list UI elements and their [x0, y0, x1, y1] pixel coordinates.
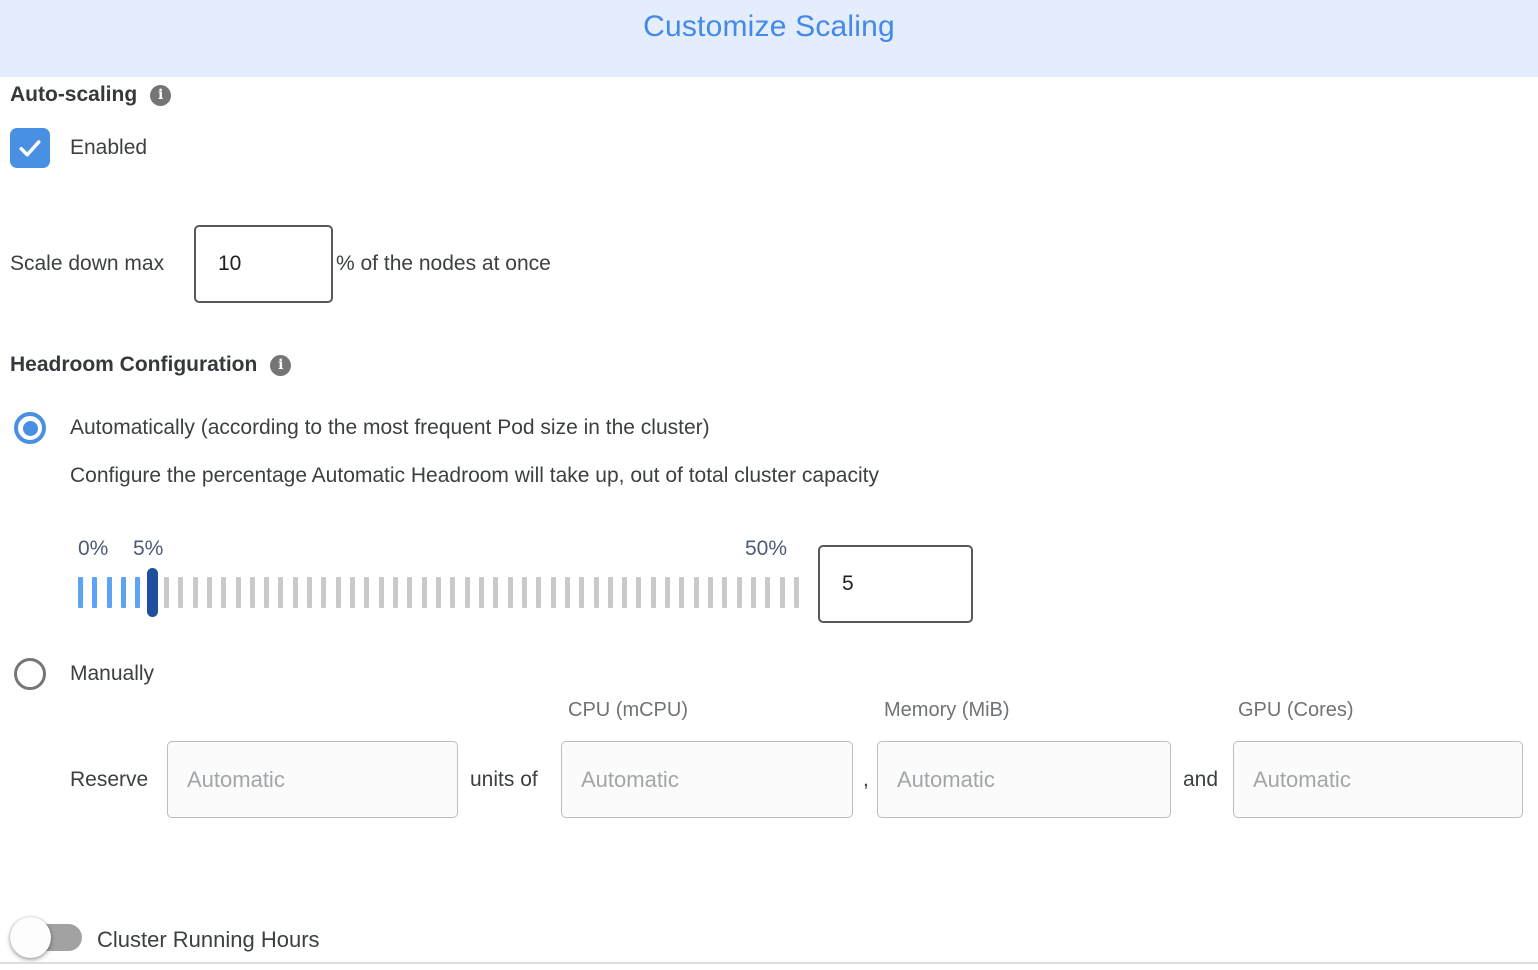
scale-down-max-input[interactable]	[194, 225, 333, 303]
slider-tick	[765, 577, 771, 608]
cluster-running-hours-toggle[interactable]	[10, 915, 84, 959]
headroom-manual-radio[interactable]	[14, 658, 46, 690]
autoscaling-enabled-label[interactable]: Enabled	[70, 136, 148, 159]
slider-tick	[521, 577, 527, 608]
slider-tick	[493, 577, 499, 608]
slider-tick	[607, 577, 613, 608]
slider-tick	[693, 577, 699, 608]
scale-down-label: Scale down max	[10, 252, 165, 275]
slider-tick	[106, 577, 112, 608]
slider-tick	[736, 577, 742, 608]
headroom-manual-label[interactable]: Manually	[70, 662, 155, 685]
checkmark-icon	[19, 140, 41, 157]
slider-tick	[779, 577, 785, 608]
autoscaling-enabled-checkbox[interactable]	[10, 128, 50, 168]
slider-tick	[163, 577, 169, 608]
slider-tick	[249, 577, 255, 608]
slider-tick	[794, 577, 799, 608]
slider-tick	[364, 577, 370, 608]
slider-thumb[interactable]	[146, 568, 158, 617]
slider-tick	[536, 577, 542, 608]
slider-tick	[708, 577, 714, 608]
slider-tick	[622, 577, 628, 608]
and-separator: and	[1183, 768, 1219, 791]
slider-tick	[178, 577, 184, 608]
autoscaling-section-label: Auto-scaling	[10, 83, 138, 106]
slider-tick	[579, 577, 585, 608]
slider-tick	[235, 577, 241, 608]
slider-tick	[636, 577, 642, 608]
slider-tick	[221, 577, 227, 608]
slider-tick	[450, 577, 456, 608]
slider-tick	[550, 577, 556, 608]
slider-tick	[722, 577, 728, 608]
slider-tick	[278, 577, 284, 608]
slider-tick	[436, 577, 441, 608]
dialog-title: Customize Scaling	[643, 10, 895, 43]
slider-tick	[679, 577, 685, 608]
slider-max-label: 50%	[745, 537, 788, 560]
units-of-label: units of	[470, 768, 538, 791]
slider-tick	[335, 577, 341, 608]
reserve-label: Reserve	[70, 768, 149, 791]
slider-tick	[378, 577, 384, 608]
headroom-automatic-description: Configure the percentage Automatic Headr…	[70, 464, 879, 487]
slider-tick	[665, 577, 671, 608]
slider-tick	[92, 577, 98, 608]
slider-tick	[507, 577, 513, 608]
headroom-percentage-input[interactable]	[818, 545, 973, 623]
slider-tick	[478, 577, 484, 608]
bottom-divider	[0, 962, 1538, 964]
slider-tick	[650, 577, 656, 608]
slider-min-label: 0%	[78, 537, 109, 560]
headroom-section: Headroom Configuration i	[10, 353, 292, 377]
slider-tick	[264, 577, 270, 608]
reserve-cpu-input[interactable]	[561, 741, 853, 818]
dialog-header: Customize Scaling	[0, 0, 1538, 77]
slider-tick	[564, 577, 570, 608]
column-header-memory: Memory (MiB)	[884, 699, 1010, 721]
reserve-memory-input[interactable]	[877, 741, 1171, 818]
headroom-automatic-radio[interactable]	[14, 412, 46, 444]
slider-tick	[407, 577, 413, 608]
slider-tick	[350, 577, 356, 608]
headroom-info-icon[interactable]: i	[270, 354, 292, 376]
slider-tick	[135, 577, 141, 608]
slider-tick	[206, 577, 212, 608]
slider-tick	[78, 577, 83, 608]
slider-tick	[751, 577, 757, 608]
reserve-units-input[interactable]	[167, 741, 458, 818]
headroom-slider[interactable]	[78, 568, 803, 617]
slider-tick	[120, 577, 126, 608]
headroom-automatic-label[interactable]: Automatically (according to the most fre…	[70, 416, 710, 439]
slider-tick	[192, 577, 198, 608]
column-header-cpu: CPU (mCPU)	[568, 699, 688, 721]
autoscaling-info-icon[interactable]: i	[150, 84, 172, 106]
reserve-gpu-input[interactable]	[1233, 741, 1523, 818]
headroom-section-label: Headroom Configuration	[10, 353, 258, 376]
slider-tick	[393, 577, 399, 608]
autoscaling-section: Auto-scaling i	[10, 83, 172, 107]
slider-tick	[307, 577, 313, 608]
slider-tick	[321, 577, 327, 608]
slider-current-label: 5%	[133, 537, 164, 560]
slider-tick	[292, 577, 298, 608]
slider-tick	[421, 577, 427, 608]
comma-separator: ,	[863, 768, 869, 791]
cluster-running-hours-label[interactable]: Cluster Running Hours	[97, 927, 320, 952]
column-header-gpu: GPU (Cores)	[1238, 699, 1354, 721]
scale-down-suffix: % of the nodes at once	[336, 252, 551, 275]
toggle-knob-icon	[10, 917, 51, 958]
slider-tick	[464, 577, 470, 608]
slider-tick	[593, 577, 599, 608]
